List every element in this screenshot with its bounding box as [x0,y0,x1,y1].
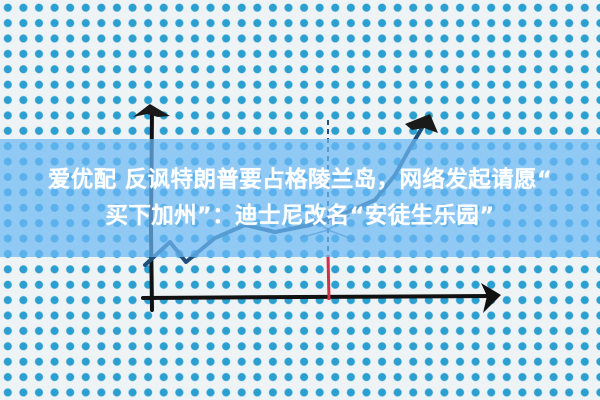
headline-line-1: 爱优配 反讽特朗普要占格陵兰岛，网络发起请愿“ [47,167,553,193]
headline-line-2: 买下加州”：迪士尼改名“安徒生乐园” [105,203,495,229]
headline-band: 爱优配 反讽特朗普要占格陵兰岛，网络发起请愿“ 买下加州”：迪士尼改名“安徒生乐… [0,139,600,257]
trend-arrow-icon [405,114,438,133]
y-axis-arrow-icon [133,104,170,117]
x-axis [141,283,501,313]
marker-line [326,254,331,301]
x-axis-arrow-icon [481,283,501,313]
